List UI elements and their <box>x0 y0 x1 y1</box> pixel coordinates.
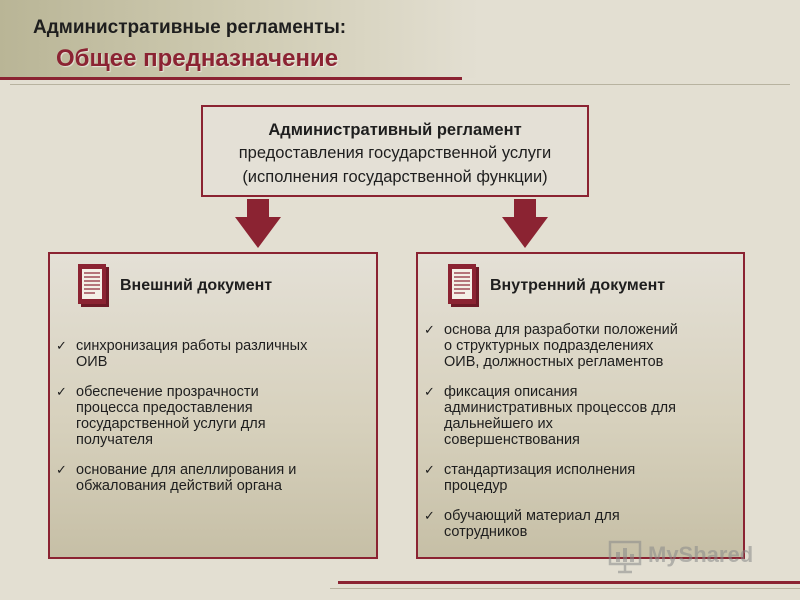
list-item-line: синхронизация работы различных <box>76 338 308 354</box>
checkmark-icon: ✓ <box>424 462 435 477</box>
list-item-line: сотрудников <box>444 524 528 540</box>
checkmark-icon: ✓ <box>424 322 435 337</box>
list-item-line: административных процессов для <box>444 400 676 416</box>
list-item-line: обучающий материал для <box>444 508 620 524</box>
regulation-box: Административный регламент предоставлени… <box>201 105 589 197</box>
header-background <box>0 0 800 78</box>
footer-divider-thin <box>330 588 800 589</box>
arrow-down-icon <box>502 199 548 248</box>
page-title: Административные регламенты: <box>33 17 347 38</box>
checkmark-icon: ✓ <box>56 462 67 477</box>
document-icon <box>448 264 479 307</box>
watermark: MyShared <box>608 538 768 574</box>
list-item-line: государственной услуги для <box>76 416 266 432</box>
checkmark-icon: ✓ <box>424 384 435 399</box>
external-document-heading: Внешний документ <box>120 277 273 294</box>
list-item-line: дальнейшего их <box>444 416 553 432</box>
document-icon <box>78 264 109 307</box>
list-item-line: получателя <box>76 432 153 448</box>
header-divider-thin <box>10 84 790 85</box>
list-item-line: о структурных подразделениях <box>444 338 654 354</box>
checkmark-icon: ✓ <box>424 508 435 523</box>
checkmark-icon: ✓ <box>56 338 67 353</box>
watermark-text: MyShared <box>648 542 754 567</box>
list-item-line: процесса предоставления <box>76 400 253 416</box>
list-item-line: фиксация описания <box>444 384 578 400</box>
watermark-logo-icon <box>608 540 642 574</box>
internal-document-panel: Внутренний документ ✓ основа для разработ… <box>416 252 745 559</box>
internal-document-heading: Внутренний документ <box>490 277 666 294</box>
list-item-line: совершенствования <box>444 432 580 448</box>
list-item-line: обеспечение прозрачности <box>76 384 259 400</box>
footer-divider <box>338 581 800 584</box>
regulation-line-3: (исполнения государственной функции) <box>242 168 548 186</box>
list-item-line: ОИВ <box>76 354 108 370</box>
list-item-line: ОИВ, должностных регламентов <box>444 354 664 370</box>
page-subtitle: Общее предназначение <box>56 45 339 72</box>
list-item-line: процедур <box>444 478 508 494</box>
arrow-down-icon <box>235 199 281 248</box>
list-item-line: стандартизация исполнения <box>444 462 636 478</box>
list-item-line: основа для разработки положений <box>444 322 678 338</box>
checkmark-icon: ✓ <box>56 384 67 399</box>
list-item-line: основание для апеллирования и <box>76 462 297 478</box>
header-divider <box>0 77 462 80</box>
regulation-title: Административный регламент <box>268 121 522 139</box>
list-item-line: обжалования действий органа <box>76 478 282 494</box>
external-document-panel: Внешний документ ✓ синхронизация работы р… <box>48 252 378 559</box>
regulation-line-2: предоставления государственной услуги <box>238 144 552 162</box>
